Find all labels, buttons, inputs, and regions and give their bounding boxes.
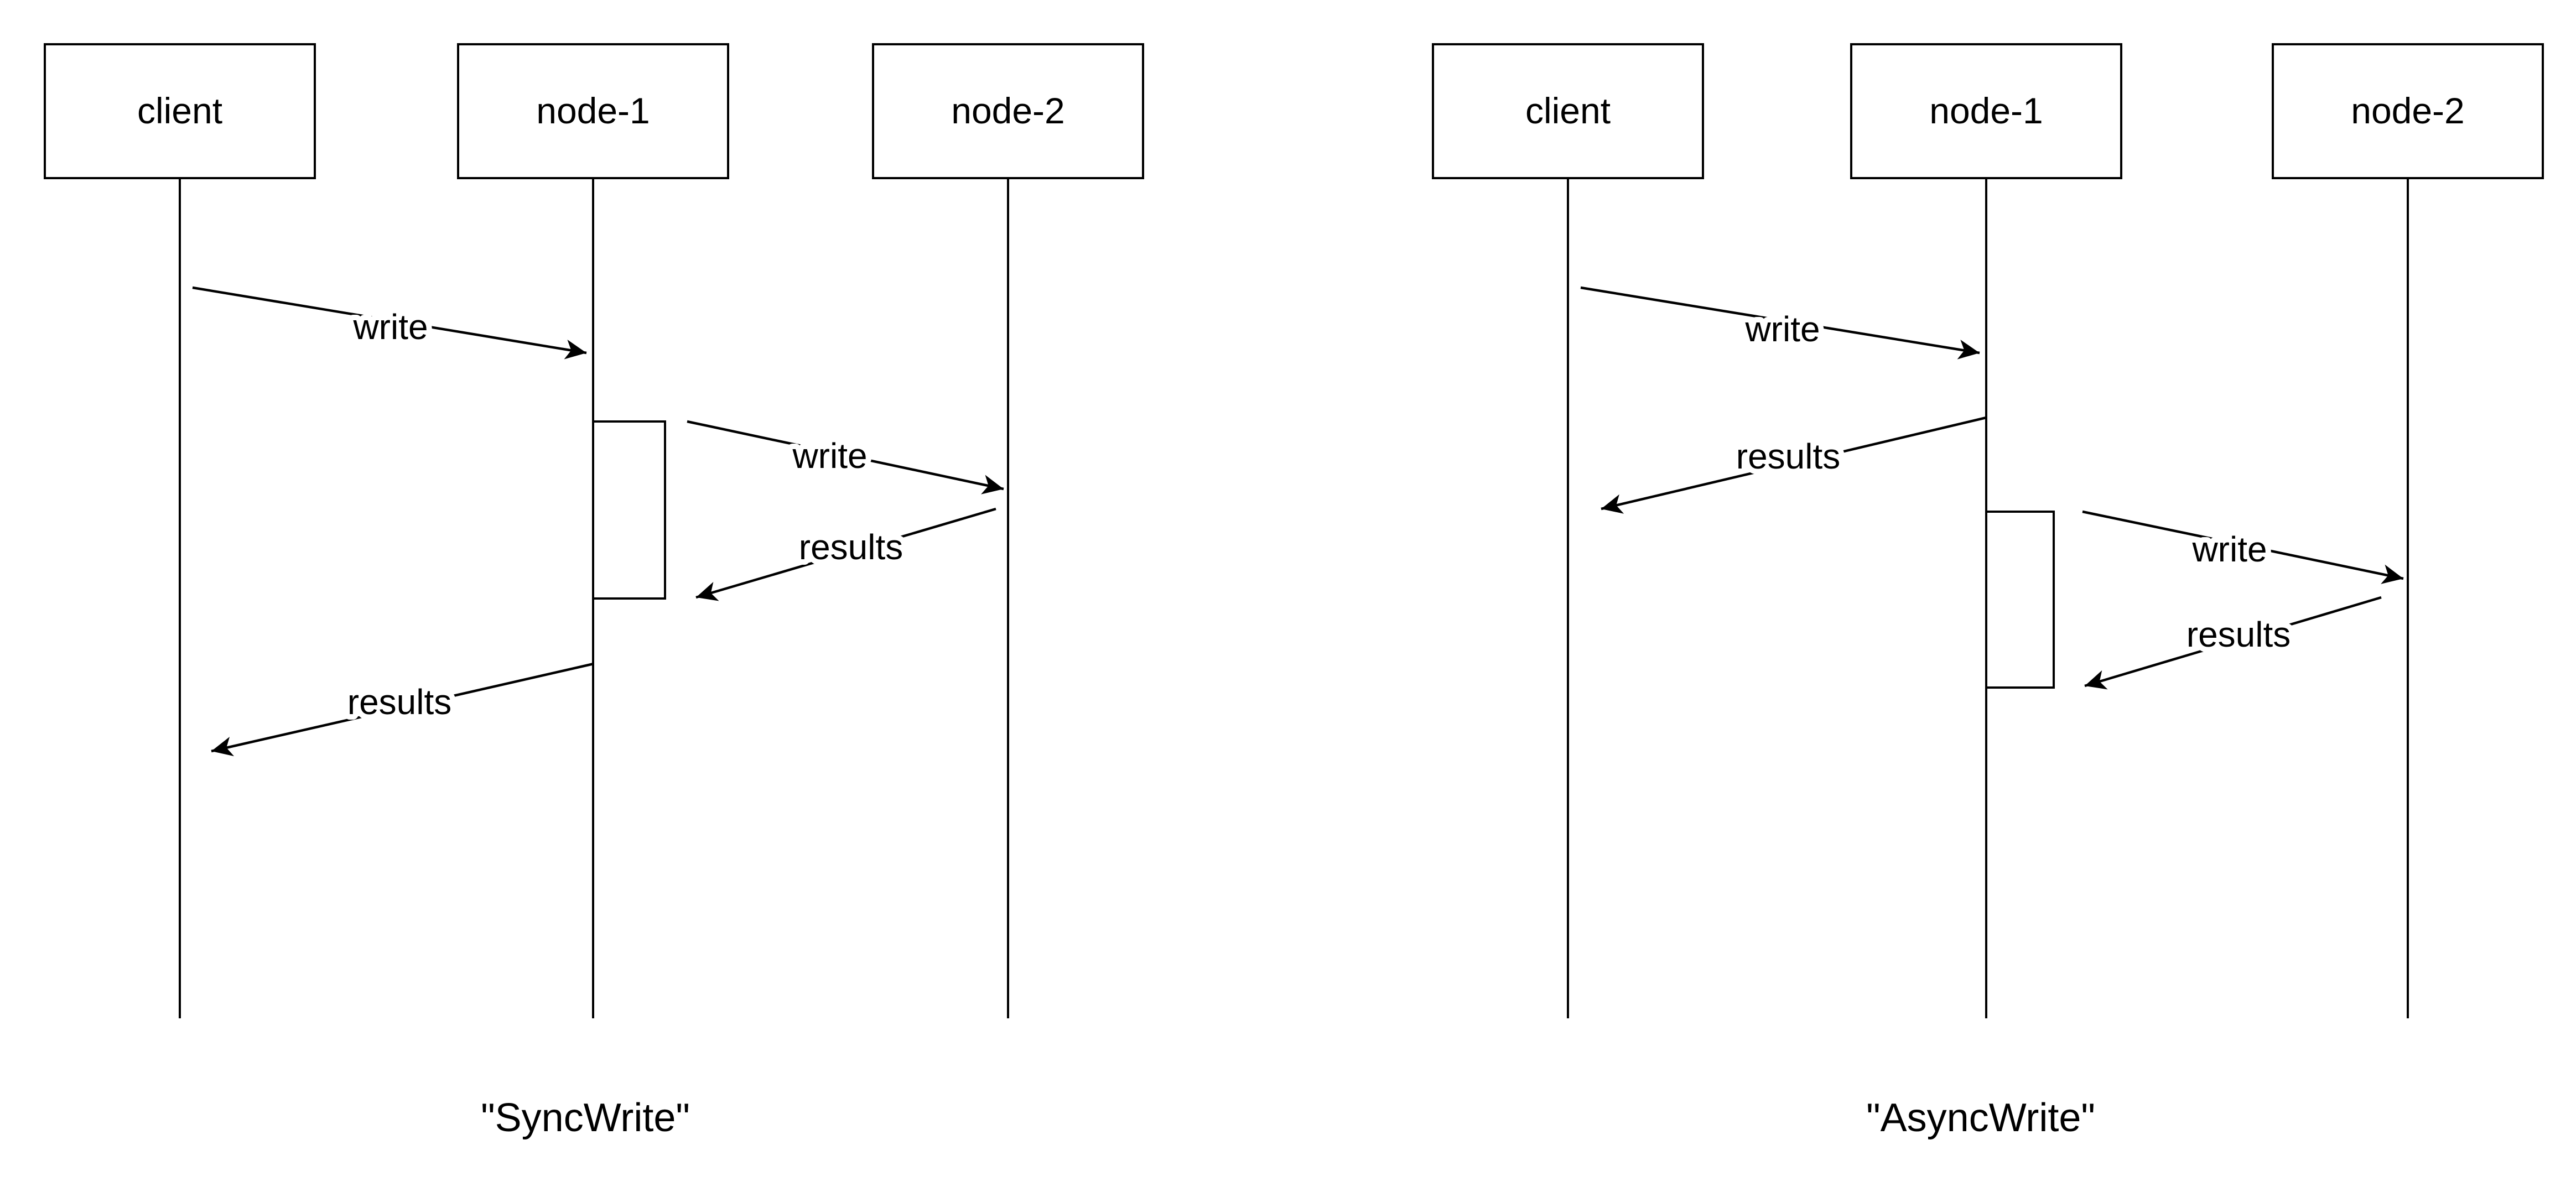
message-line-results-2 [211,662,594,757]
actor-label-node-2: node-2 [951,90,1065,131]
actor-box-client [44,43,316,179]
message-label-results-2: results [347,682,452,722]
message-label-write-1: write [352,307,428,347]
message-line-write-2 [687,420,1004,495]
message-line-write-1 [1580,286,1980,360]
actor-box-client [1432,43,1704,179]
message-line-results-2 [2084,596,2382,690]
message-label-write-1: write [1744,309,1820,349]
actor-label-node-1: node-1 [1929,90,2043,131]
actor-box-node-1 [1850,43,2122,179]
message-line-write-1 [192,286,587,360]
message-label-write-2: write [2191,529,2267,569]
message-label-results-1: results [799,527,903,567]
actor-box-node-2 [872,43,1144,179]
activation-box-node-1 [592,420,666,600]
activation-box-node-1 [1985,511,2055,689]
actor-box-node-2 [2272,43,2544,179]
message-line-write-2 [2082,510,2404,584]
actor-box-node-1 [457,43,729,179]
actor-label-client: client [137,90,222,131]
actor-label-client: client [1525,90,1611,131]
actor-label-node-1: node-1 [536,90,650,131]
diagram-caption-asyncwrite: "AsyncWrite" [1866,1096,2095,1140]
asyncwrite-diagram: client node-1 node-2 write results write… [1432,43,2544,1140]
diagram-caption-syncwrite: "SyncWrite" [481,1096,690,1140]
message-label-results-2: results [2187,615,2291,654]
message-label-write-2: write [792,436,867,476]
syncwrite-diagram: client node-1 node-2 write write results… [44,43,1144,1140]
message-line-results-1 [1601,416,1987,514]
message-label-results-1: results [1736,436,1841,476]
message-line-results-1 [695,507,996,601]
actor-label-node-2: node-2 [2351,90,2465,131]
